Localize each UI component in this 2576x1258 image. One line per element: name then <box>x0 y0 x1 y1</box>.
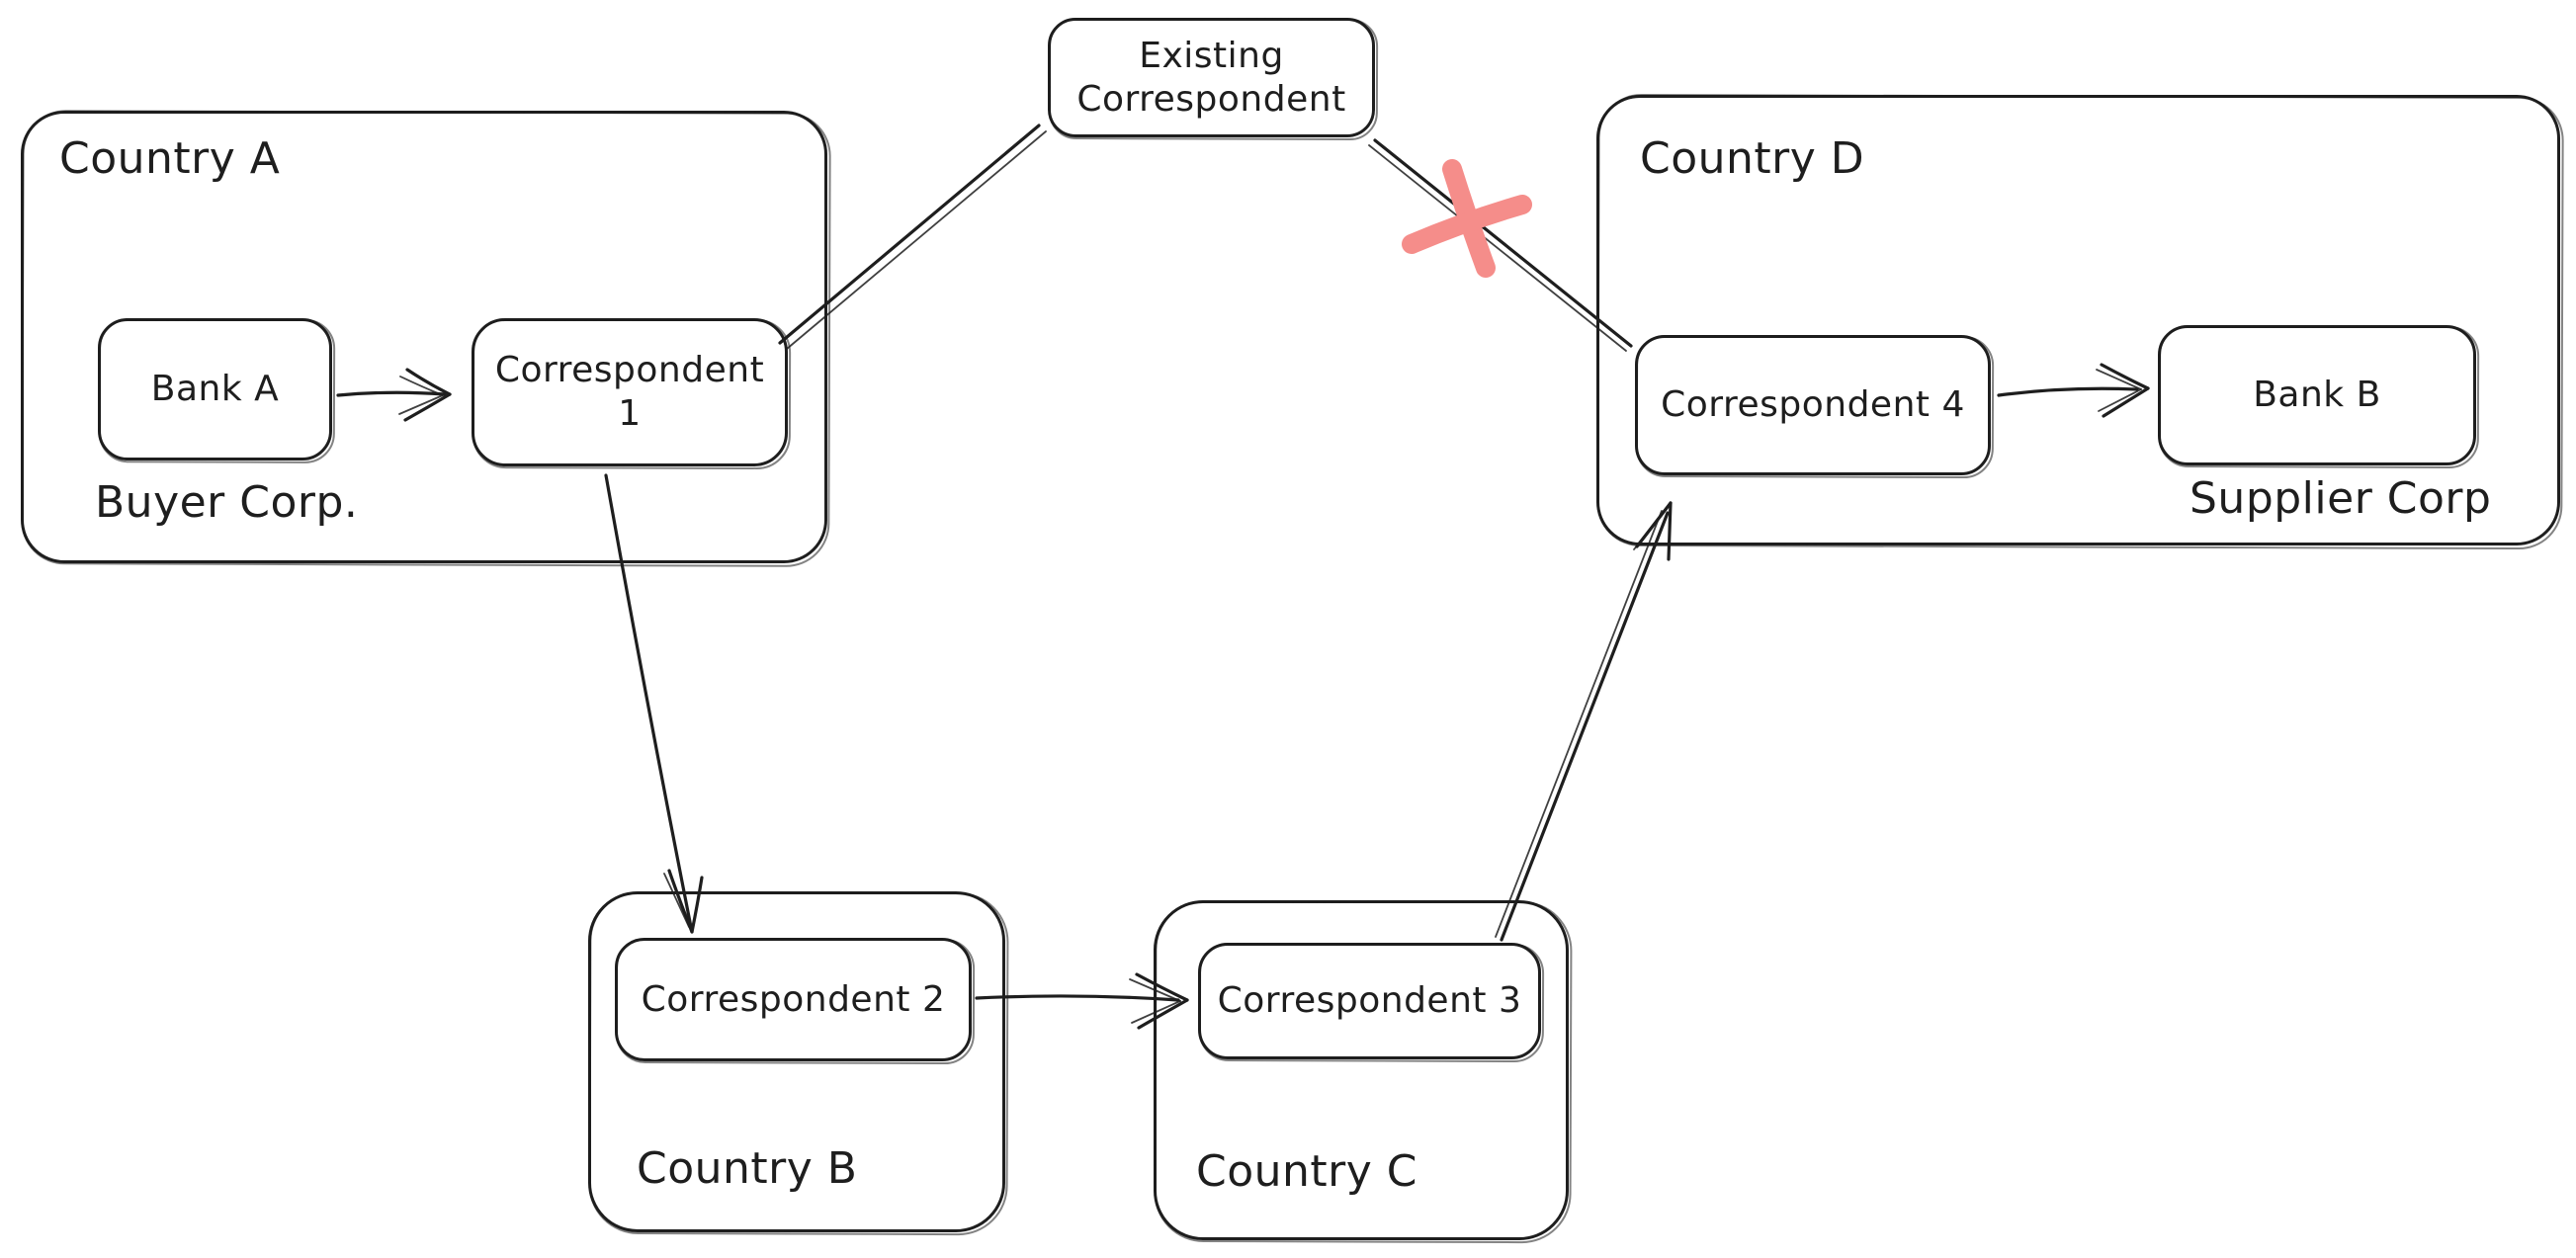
node-bank-a[interactable]: Bank A <box>98 318 332 461</box>
buyer-corp-caption: Buyer Corp. <box>95 477 359 528</box>
country-a-box[interactable]: Country A Bank A Correspondent 1 Buyer C… <box>21 111 827 563</box>
correspondent-1-label: Correspondent 1 <box>494 350 765 434</box>
country-a-label: Country A <box>59 133 281 184</box>
existing-correspondent-label: Existing Correspondent <box>1076 35 1346 120</box>
node-correspondent-4[interactable]: Correspondent 4 <box>1635 335 1991 475</box>
node-correspondent-3[interactable]: Correspondent 3 <box>1198 943 1541 1059</box>
country-c-label: Country C <box>1196 1146 1418 1197</box>
node-existing-correspondent[interactable]: Existing Correspondent <box>1048 18 1375 137</box>
supplier-corp-caption: Supplier Corp <box>2190 473 2492 524</box>
correspondent-4-label: Correspondent 4 <box>1661 384 1965 426</box>
country-c-box[interactable]: Correspondent 3 Country C <box>1154 900 1569 1240</box>
correspondent-2-label: Correspondent 2 <box>641 978 946 1020</box>
node-bank-b[interactable]: Bank B <box>2158 325 2476 465</box>
country-b-box[interactable]: Correspondent 2 Country B <box>588 891 1005 1232</box>
bank-b-label: Bank B <box>2253 375 2381 416</box>
country-d-box[interactable]: Country D Correspondent 4 Bank B Supplie… <box>1596 95 2560 545</box>
blocked-cross-icon[interactable] <box>1402 159 1532 278</box>
line-existing-correspondent-to-correspondent-4[interactable] <box>1368 138 1633 352</box>
arrow-correspondent-3-to-correspondent-4[interactable] <box>1495 501 1673 942</box>
country-d-label: Country D <box>1640 133 1865 184</box>
correspondent-3-label: Correspondent 3 <box>1217 980 1522 1022</box>
node-correspondent-1[interactable]: Correspondent 1 <box>472 318 788 466</box>
node-correspondent-2[interactable]: Correspondent 2 <box>615 938 972 1061</box>
bank-a-label: Bank A <box>150 369 280 410</box>
country-b-label: Country B <box>637 1143 858 1194</box>
